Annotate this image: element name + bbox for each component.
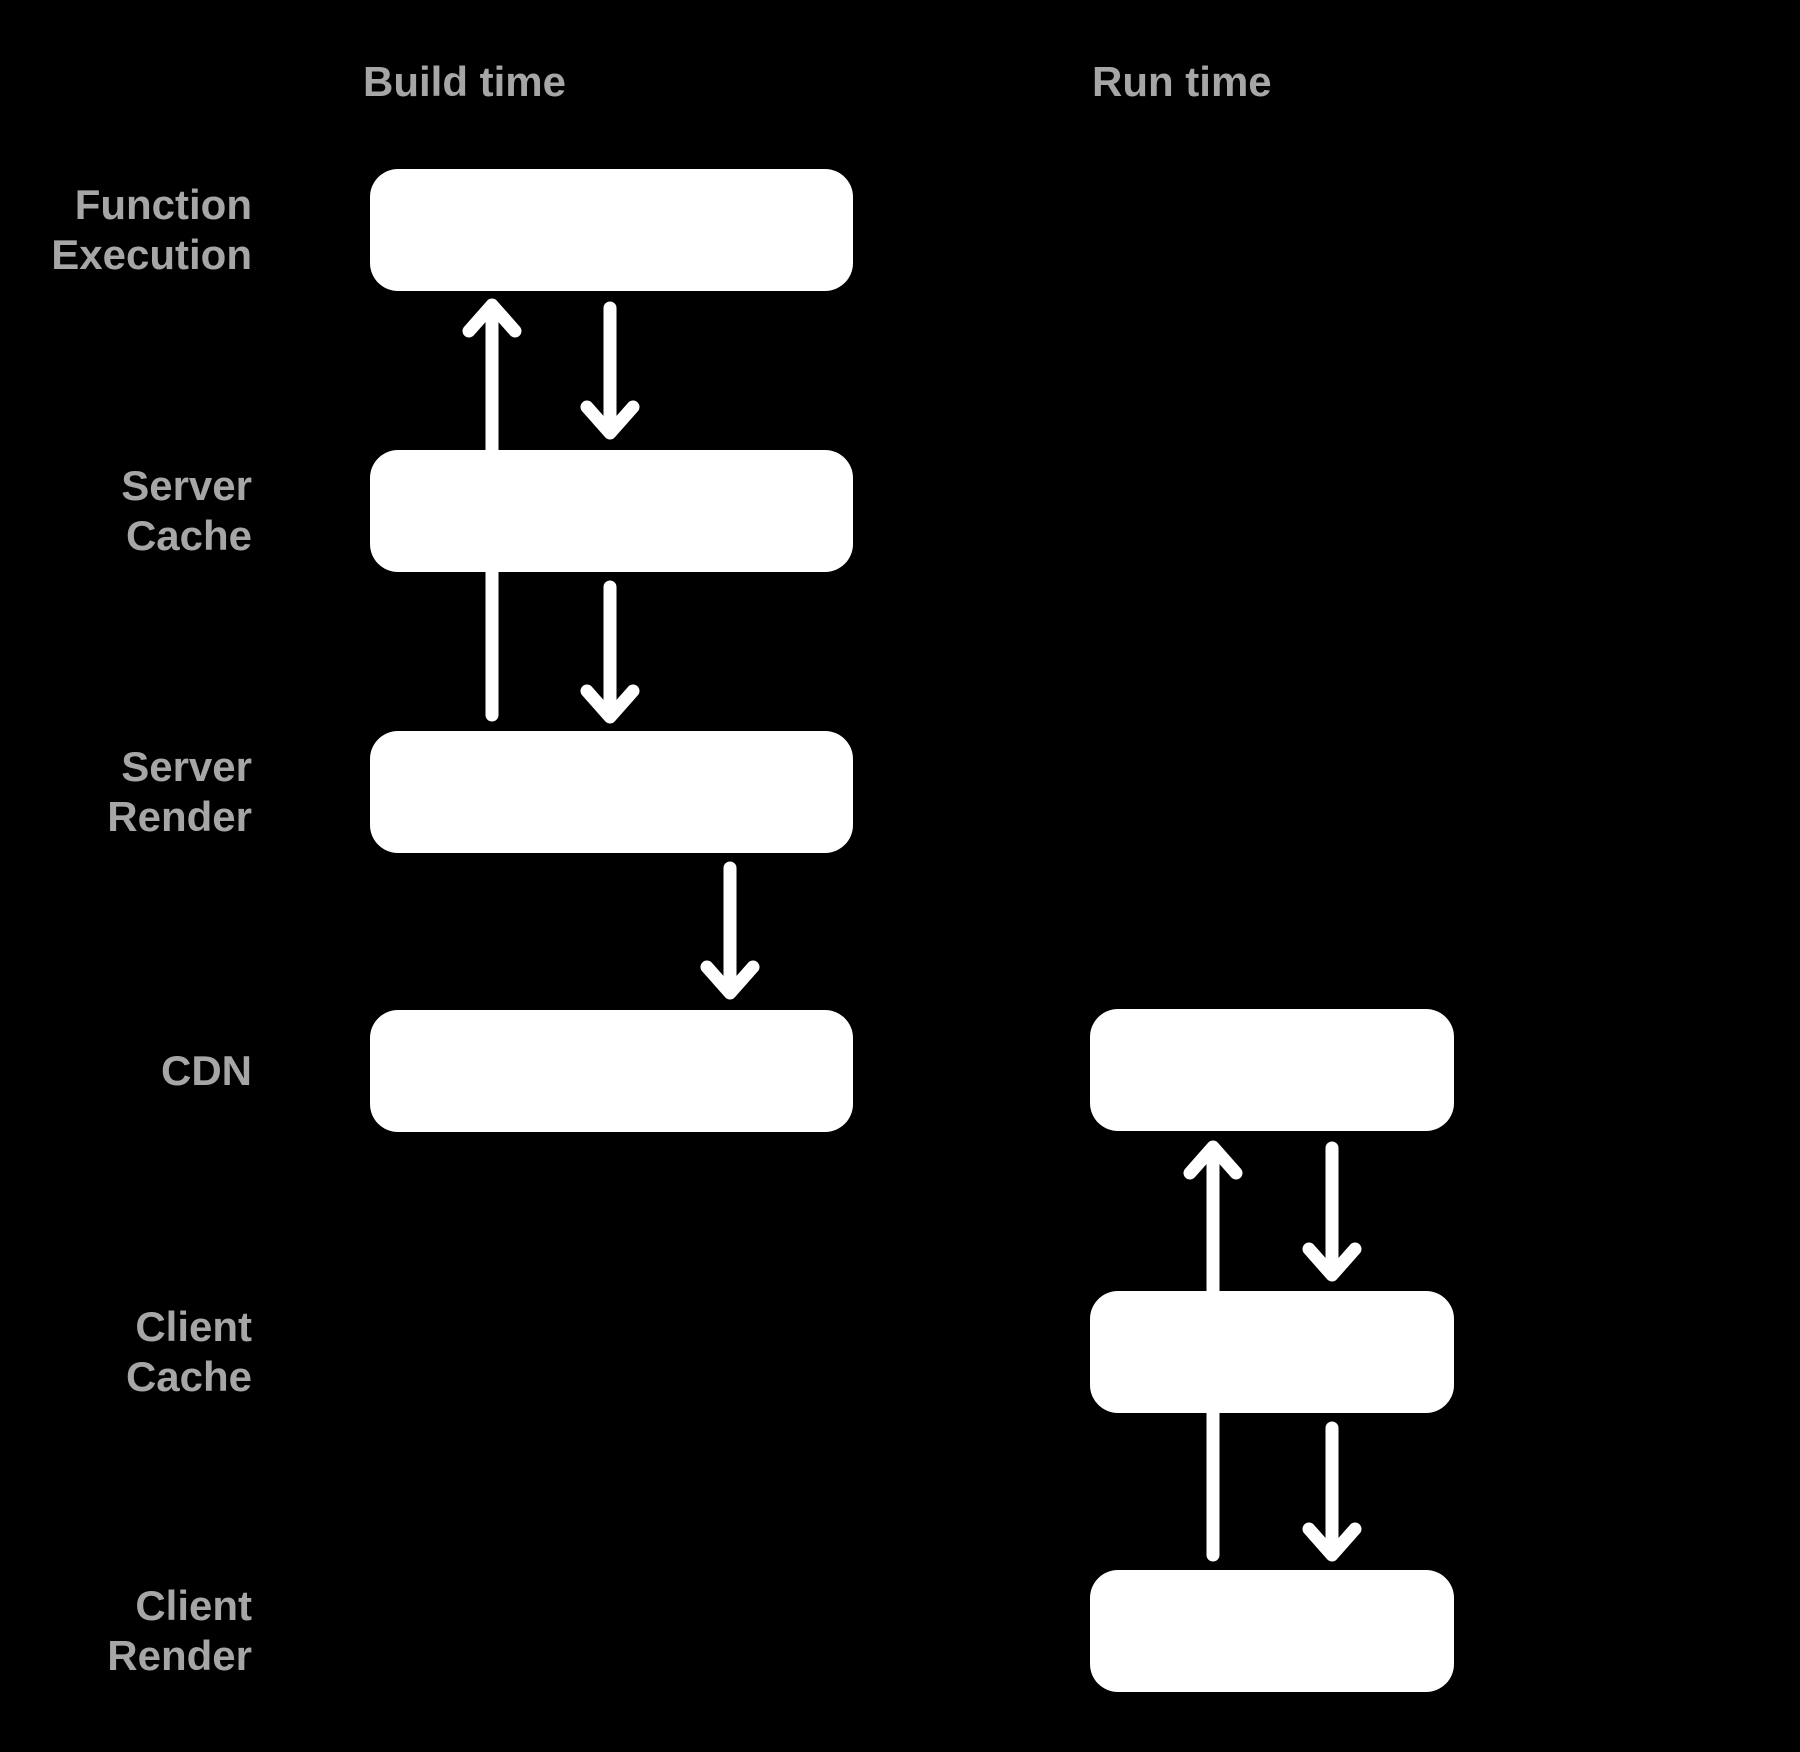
column-header-build-time: Build time [363,58,567,105]
row-label-server-render: Server Render [0,742,252,842]
node-run-client-render [1090,1570,1454,1692]
arrow-client-cache-to-client-render-icon [1302,1421,1362,1562]
row-label-line: Server [121,743,252,790]
row-label-client-cache: Client Cache [0,1302,252,1402]
row-label-line: Render [107,793,252,840]
node-build-function-execution [370,169,853,291]
arrow-server-render-to-cdn-icon [700,861,760,1000]
row-label-function-execution: Function Execution [0,180,252,280]
arrow-function-execution-to-server-cache-icon [580,301,640,440]
row-label-line: Client [135,1303,252,1350]
row-label-line: Render [107,1632,252,1679]
row-label-line: Function [74,181,252,228]
node-run-cdn [1090,1009,1454,1131]
node-run-client-cache [1090,1291,1454,1413]
node-build-server-render [370,731,853,853]
column-header-run-time: Run time [1092,58,1272,105]
arrow-server-cache-to-server-render-icon [580,580,640,724]
row-label-server-cache: Server Cache [0,461,252,561]
row-label-cdn: CDN [0,1046,252,1096]
row-label-line: Server [121,462,252,509]
row-label-line: Client [135,1582,252,1629]
row-label-client-render: Client Render [0,1581,252,1681]
row-label-line: CDN [161,1047,252,1094]
row-label-line: Cache [125,512,252,559]
arrow-cdn-to-client-cache-icon [1302,1141,1362,1282]
node-build-server-cache [370,450,853,572]
node-build-cdn [370,1010,853,1132]
row-label-line: Cache [125,1353,252,1400]
row-label-line: Execution [51,231,252,278]
